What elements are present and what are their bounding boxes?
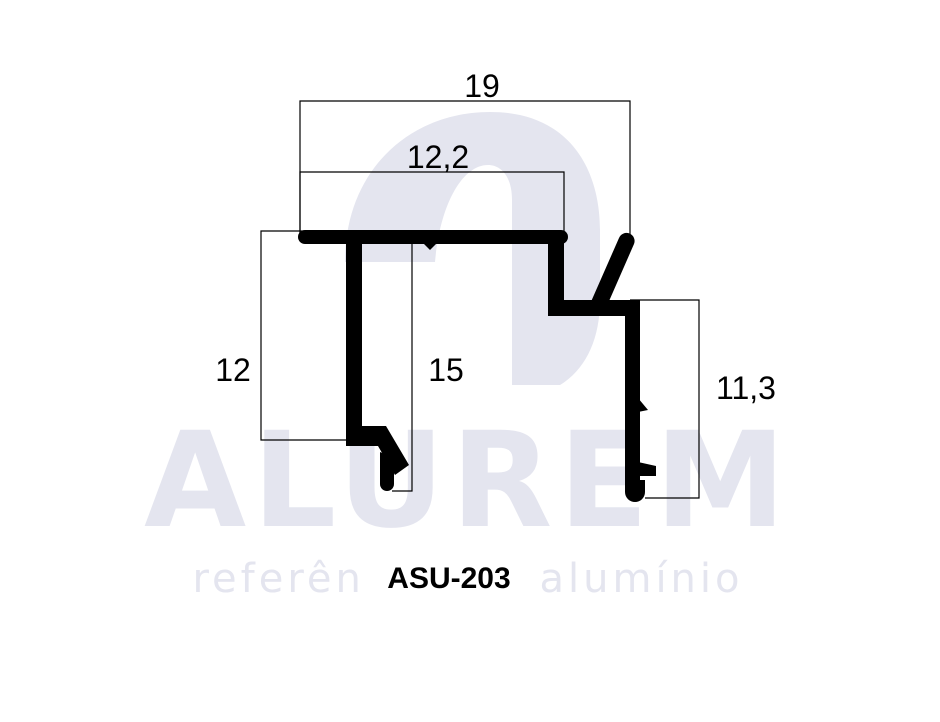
profile-step-vertical [548, 238, 564, 314]
profile-top-notch [424, 244, 436, 250]
dimension-label-stem-height: 15 [428, 352, 464, 388]
product-code-background [365, 556, 533, 600]
product-code: ASU-203 [387, 562, 510, 595]
profile-left-hook-lip [380, 452, 394, 491]
profile-step-horizontal [548, 300, 636, 316]
dimension-line-inner-width [299, 171, 565, 236]
dimension-line-total-width [299, 100, 631, 236]
dimension-label-left-height: 12 [215, 352, 251, 388]
watermark-emblem-icon [345, 112, 600, 385]
dimension-line-stem-height [392, 240, 413, 492]
profile-left-stem [346, 238, 362, 438]
dimension-label-total-width: 19 [464, 68, 500, 104]
aluminium-profile [298, 230, 656, 502]
dimension-label-right-height: 11,3 [716, 370, 776, 406]
profile-right-leg-foot [625, 480, 645, 502]
profile-right-tooth-lower [638, 462, 656, 476]
profile-top-flange [298, 230, 568, 244]
dimension-line-right-height [630, 299, 700, 499]
profile-right-leg [625, 300, 640, 490]
dimension-label-inner-width: 12,2 [407, 139, 469, 175]
profile-angled-clip [590, 232, 635, 308]
watermark-brand: ALUREM [144, 404, 792, 558]
dimension-lines [260, 100, 700, 499]
profile-right-tooth-upper [638, 398, 648, 412]
